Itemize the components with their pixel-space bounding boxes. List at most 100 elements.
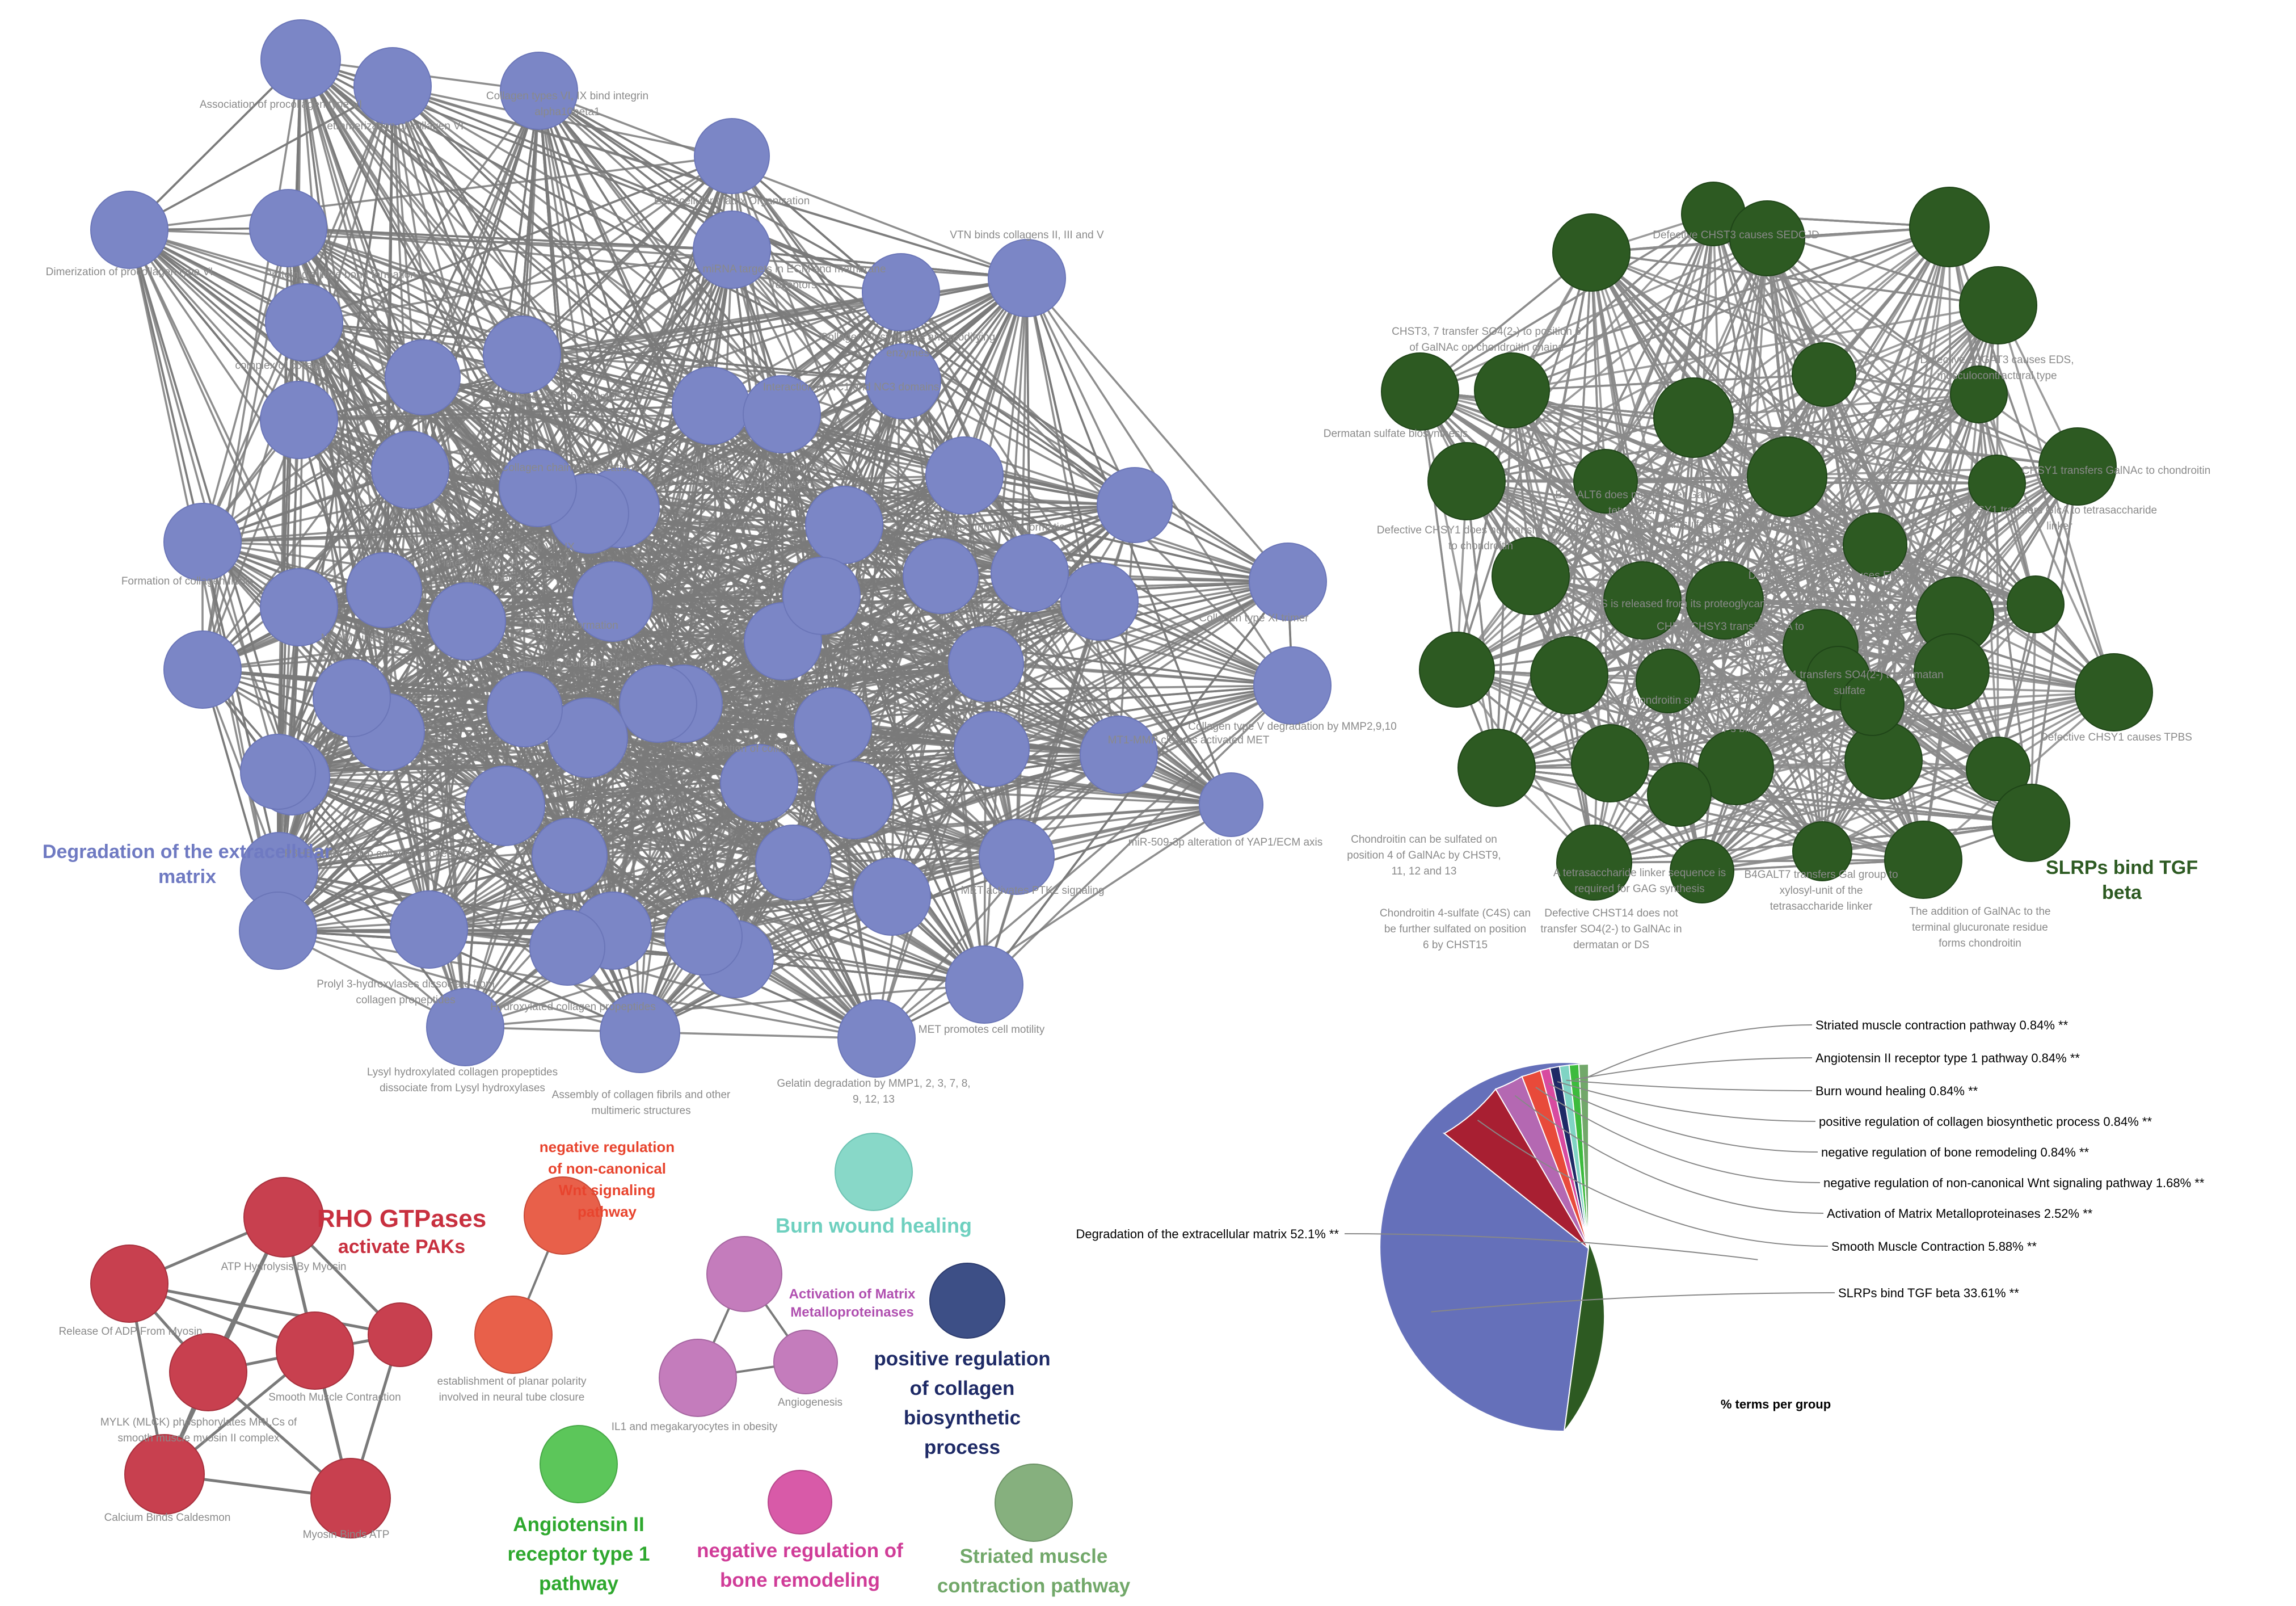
node-slrps-bind-tgf-beta[interactable]	[1747, 436, 1827, 517]
node-degradation-extracellular-matrix[interactable]	[90, 191, 168, 269]
node-noncanonical-wnt-signaling[interactable]	[474, 1296, 553, 1374]
node-degradation-extracellular-matrix[interactable]	[260, 568, 338, 646]
node-degradation-extracellular-matrix[interactable]	[426, 988, 504, 1066]
node-slrps-bind-tgf-beta[interactable]	[2075, 653, 2153, 731]
node-degradation-extracellular-matrix[interactable]	[664, 897, 743, 976]
node-slrps-bind-tgf-beta[interactable]	[1457, 729, 1536, 807]
node-degradation-extracellular-matrix[interactable]	[465, 766, 545, 846]
node-degradation-extracellular-matrix[interactable]	[600, 993, 680, 1073]
node-degradation-extracellular-matrix[interactable]	[572, 561, 653, 642]
node-slrps-bind-tgf-beta[interactable]	[1556, 825, 1632, 901]
node-slrps-bind-tgf-beta[interactable]	[1552, 213, 1631, 292]
node-slrps-bind-tgf-beta[interactable]	[1571, 724, 1649, 802]
node-degradation-extracellular-matrix[interactable]	[948, 626, 1024, 702]
node-degradation-extracellular-matrix[interactable]	[720, 744, 798, 822]
node-slrps-bind-tgf-beta[interactable]	[1950, 365, 2008, 423]
node-slrps-bind-tgf-beta[interactable]	[1636, 649, 1700, 713]
node-degradation-extracellular-matrix[interactable]	[619, 665, 697, 743]
node-degradation-extracellular-matrix[interactable]	[1060, 562, 1139, 641]
node-slrps-bind-tgf-beta[interactable]	[1474, 352, 1550, 428]
node-degradation-extracellular-matrix[interactable]	[371, 431, 449, 509]
node-matrix-metalloproteinases[interactable]	[773, 1330, 838, 1394]
node-degradation-extracellular-matrix[interactable]	[991, 534, 1069, 612]
node-degradation-extracellular-matrix[interactable]	[693, 211, 771, 289]
node-degradation-extracellular-matrix[interactable]	[862, 253, 940, 331]
node-rho-gtpases-activate-paks[interactable]	[310, 1458, 391, 1538]
node-slrps-bind-tgf-beta[interactable]	[1840, 671, 1905, 736]
node-degradation-extracellular-matrix[interactable]	[500, 52, 578, 130]
node-degradation-extracellular-matrix[interactable]	[499, 449, 577, 527]
node-degradation-extracellular-matrix[interactable]	[837, 999, 916, 1078]
node-rho-gtpases-activate-paks[interactable]	[243, 1177, 324, 1258]
node-slrps-bind-tgf-beta[interactable]	[1381, 352, 1459, 431]
node-degradation-extracellular-matrix[interactable]	[239, 892, 317, 970]
node-degradation-extracellular-matrix[interactable]	[163, 630, 242, 709]
node-slrps-bind-tgf-beta[interactable]	[1792, 821, 1852, 881]
node-degradation-extracellular-matrix[interactable]	[672, 367, 750, 445]
node-rho-gtpases-activate-paks[interactable]	[368, 1302, 432, 1367]
node-slrps-bind-tgf-beta[interactable]	[1686, 561, 1764, 640]
node-degradation-extracellular-matrix[interactable]	[979, 819, 1055, 895]
node-degradation-extracellular-matrix[interactable]	[385, 339, 461, 415]
node-slrps-bind-tgf-beta[interactable]	[1530, 636, 1608, 714]
node-degradation-extracellular-matrix[interactable]	[954, 711, 1030, 787]
node-rho-gtpases-activate-paks[interactable]	[90, 1245, 168, 1323]
node-degradation-extracellular-matrix[interactable]	[805, 486, 883, 564]
node-degradation-extracellular-matrix[interactable]	[1249, 543, 1327, 621]
node-slrps-bind-tgf-beta[interactable]	[1419, 632, 1495, 708]
node-degradation-extracellular-matrix[interactable]	[694, 118, 770, 194]
node-slrps-bind-tgf-beta[interactable]	[1647, 762, 1712, 827]
node-slrps-bind-tgf-beta[interactable]	[1698, 729, 1774, 805]
node-slrps-bind-tgf-beta[interactable]	[1670, 839, 1734, 903]
node-degradation-extracellular-matrix[interactable]	[865, 343, 941, 419]
node-degradation-extracellular-matrix[interactable]	[1253, 646, 1332, 725]
node-degradation-extracellular-matrix[interactable]	[260, 381, 338, 459]
node-degradation-extracellular-matrix[interactable]	[428, 582, 506, 661]
node-slrps-bind-tgf-beta[interactable]	[1603, 561, 1682, 640]
node-striated-muscle-contraction[interactable]	[995, 1464, 1073, 1542]
node-slrps-bind-tgf-beta[interactable]	[1884, 821, 1962, 899]
node-degradation-extracellular-matrix[interactable]	[743, 375, 821, 453]
node-slrps-bind-tgf-beta[interactable]	[1909, 187, 1990, 267]
node-degradation-extracellular-matrix[interactable]	[782, 557, 861, 635]
node-degradation-extracellular-matrix[interactable]	[346, 552, 422, 628]
node-degradation-extracellular-matrix[interactable]	[755, 825, 831, 901]
node-degradation-extracellular-matrix[interactable]	[1199, 772, 1263, 837]
node-slrps-bind-tgf-beta[interactable]	[1914, 633, 1990, 709]
node-degradation-extracellular-matrix[interactable]	[903, 538, 979, 614]
node-rho-gtpases-activate-paks[interactable]	[169, 1333, 247, 1411]
node-degradation-extracellular-matrix[interactable]	[529, 910, 605, 986]
node-degradation-extracellular-matrix[interactable]	[532, 818, 608, 894]
node-degradation-extracellular-matrix[interactable]	[163, 503, 242, 581]
node-slrps-bind-tgf-beta[interactable]	[1968, 455, 2026, 512]
node-degradation-extracellular-matrix[interactable]	[487, 671, 563, 747]
node-slrps-bind-tgf-beta[interactable]	[1992, 784, 2070, 862]
pie-slice[interactable]	[1578, 1063, 1589, 1249]
node-slrps-bind-tgf-beta[interactable]	[1573, 449, 1638, 514]
node-slrps-bind-tgf-beta[interactable]	[1966, 737, 2030, 801]
node-degradation-extracellular-matrix[interactable]	[265, 283, 343, 361]
node-degradation-extracellular-matrix[interactable]	[794, 687, 872, 766]
node-slrps-bind-tgf-beta[interactable]	[1492, 537, 1570, 615]
node-collagen-biosynthetic-process[interactable]	[929, 1263, 1005, 1339]
node-slrps-bind-tgf-beta[interactable]	[2007, 575, 2065, 633]
node-bone-remodeling[interactable]	[768, 1470, 832, 1534]
node-slrps-bind-tgf-beta[interactable]	[1653, 377, 1734, 458]
node-degradation-extracellular-matrix[interactable]	[815, 761, 893, 839]
node-degradation-extracellular-matrix[interactable]	[313, 659, 391, 737]
node-noncanonical-wnt-signaling[interactable]	[524, 1176, 602, 1255]
node-rho-gtpases-activate-paks[interactable]	[124, 1434, 205, 1515]
node-degradation-extracellular-matrix[interactable]	[1097, 467, 1173, 543]
node-degradation-extracellular-matrix[interactable]	[945, 945, 1023, 1024]
node-matrix-metalloproteinases[interactable]	[659, 1339, 737, 1417]
node-degradation-extracellular-matrix[interactable]	[260, 19, 341, 100]
node-slrps-bind-tgf-beta[interactable]	[2038, 427, 2117, 506]
node-degradation-extracellular-matrix[interactable]	[249, 189, 327, 267]
node-degradation-extracellular-matrix[interactable]	[240, 734, 316, 810]
node-degradation-extracellular-matrix[interactable]	[988, 239, 1066, 317]
node-matrix-metalloproteinases[interactable]	[706, 1236, 782, 1312]
node-degradation-extracellular-matrix[interactable]	[483, 316, 561, 394]
node-slrps-bind-tgf-beta[interactable]	[1729, 200, 1805, 276]
node-degradation-extracellular-matrix[interactable]	[390, 890, 468, 969]
node-degradation-extracellular-matrix[interactable]	[353, 47, 432, 125]
